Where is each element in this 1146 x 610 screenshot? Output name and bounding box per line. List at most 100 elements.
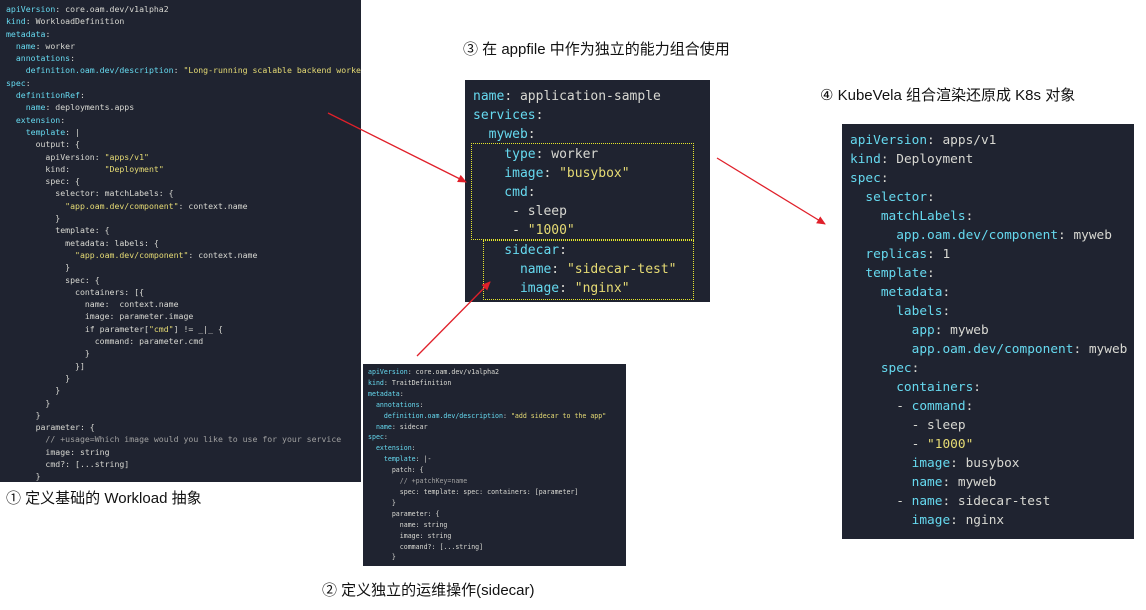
code-token: output: { <box>6 139 80 150</box>
code-token: name <box>850 475 943 490</box>
code-token: - <box>473 223 528 239</box>
code-token: metadata <box>6 28 46 39</box>
code-token: } <box>6 397 51 408</box>
code-token: - <box>850 399 912 414</box>
code-token: name: context.name <box>6 299 179 310</box>
code-token: selector <box>850 190 928 205</box>
code-token: name <box>368 422 392 431</box>
code-token: image <box>473 281 560 297</box>
code-token: if parameter[ <box>6 323 149 334</box>
code-token: command <box>911 399 966 414</box>
code-token: kind <box>6 16 26 27</box>
code-token <box>6 201 65 211</box>
code-line: spec: <box>850 169 1134 188</box>
code-line: sidecar: <box>473 241 710 260</box>
code-token: : <box>559 242 567 258</box>
code-line: matchLabels: <box>850 207 1134 226</box>
code-token: : nginx <box>950 513 1005 528</box>
code-line: name: "sidecar-test" <box>473 260 710 279</box>
code-token: : sidecar <box>391 422 428 431</box>
code-line: metadata: <box>850 283 1134 302</box>
code-line: if parameter["cmd"] != _|_ { <box>6 323 361 335</box>
caption-k8s: ④ KubeVela 组合渲染还原成 K8s 对象 <box>820 87 1076 104</box>
code-line: - command: <box>850 397 1134 416</box>
code-token: template <box>6 126 66 137</box>
code-token: spec <box>6 77 26 88</box>
code-line: template: | <box>6 126 361 138</box>
code-line: metadata: <box>368 389 626 400</box>
code-token: : <box>543 165 560 181</box>
code-token: : <box>411 444 416 453</box>
code-token: template <box>850 266 928 281</box>
code-token: metadata: labels: { <box>6 237 159 248</box>
code-line: parameter: { <box>6 421 361 433</box>
code-line: spec: { <box>6 274 361 286</box>
code-token: : <box>45 28 51 39</box>
code-token: spec <box>850 171 881 186</box>
code-line: app.oam.dev/component: myweb <box>850 340 1134 359</box>
code-token: : | <box>65 126 80 137</box>
code-token: app <box>850 323 935 338</box>
code-token: : worker <box>35 40 76 51</box>
code-line: image: string <box>6 446 361 458</box>
code-token: cmd?: [...string] <box>6 458 130 469</box>
code-line: command: parameter.cmd <box>6 335 361 347</box>
code-line: myweb: <box>473 125 710 144</box>
code-token: patch: { <box>368 466 424 475</box>
code-token: : <box>502 411 511 420</box>
code-token: apiVersion <box>6 4 56 14</box>
code-line: image: "nginx" <box>473 279 710 298</box>
code-token: kind: <box>6 163 105 174</box>
code-token: : <box>70 53 76 64</box>
code-line: } <box>6 347 361 359</box>
code-token: "1000" <box>527 223 575 239</box>
code-line: image: string <box>368 531 626 542</box>
code-token: "app.oam.dev/component" <box>65 200 179 211</box>
code-line: // +patchKey=name <box>368 476 626 487</box>
code-token: myweb <box>473 127 528 143</box>
code-token: : <box>399 389 404 398</box>
code-token: : <box>551 261 567 277</box>
code-line: app: myweb <box>850 321 1134 340</box>
code-token: image: parameter.image <box>6 311 194 322</box>
code-token: "busybox" <box>559 165 630 181</box>
code-line: spec: <box>850 359 1134 378</box>
code-token: "add sidecar to the app" <box>510 411 607 420</box>
code-line: image: busybox <box>850 454 1134 473</box>
caption-trait: ② 定义独立的运维操作(sidecar) <box>322 582 535 599</box>
code-line: apiVersion: apps/v1 <box>850 131 1134 150</box>
code-token: extension <box>6 114 61 125</box>
code-token: "Deployment" <box>104 163 164 174</box>
code-token: } <box>6 262 71 273</box>
code-token: command: parameter.cmd <box>6 336 204 347</box>
code-line: labels: <box>850 302 1134 321</box>
code-line: // +usage=Which image would you like to … <box>6 433 361 445</box>
code-line: app.oam.dev/component: myweb <box>850 226 1134 245</box>
code-token: : <box>973 380 981 395</box>
code-line: name: string <box>368 520 626 531</box>
code-line: apiVersion: "apps/v1" <box>6 151 361 163</box>
code-token: spec <box>368 433 384 442</box>
code-token: parameter: { <box>368 509 440 518</box>
code-token: - <box>850 494 912 509</box>
code-token: : apps/v1 <box>927 133 997 148</box>
code-token: : myweb <box>1073 342 1128 357</box>
code-token: : myweb <box>934 323 989 338</box>
code-token: name: string <box>368 520 448 529</box>
code-line: name: sidecar <box>368 422 626 433</box>
code-line: "app.oam.dev/component": context.name <box>6 200 361 212</box>
code-line: extension: <box>6 114 361 126</box>
code-token: : <box>965 399 974 414</box>
code-token: } <box>6 348 90 359</box>
code-line: } <box>6 261 361 273</box>
code-token: image: string <box>6 446 110 457</box>
code-token: : <box>25 77 31 88</box>
code-line: command?: [...string] <box>368 542 626 553</box>
code-line: } <box>6 372 361 384</box>
code-line: } <box>6 384 361 396</box>
code-token: apiVersion <box>368 368 408 376</box>
code-line: "app.oam.dev/component": context.name <box>6 249 361 261</box>
code-token: : <box>527 127 536 143</box>
